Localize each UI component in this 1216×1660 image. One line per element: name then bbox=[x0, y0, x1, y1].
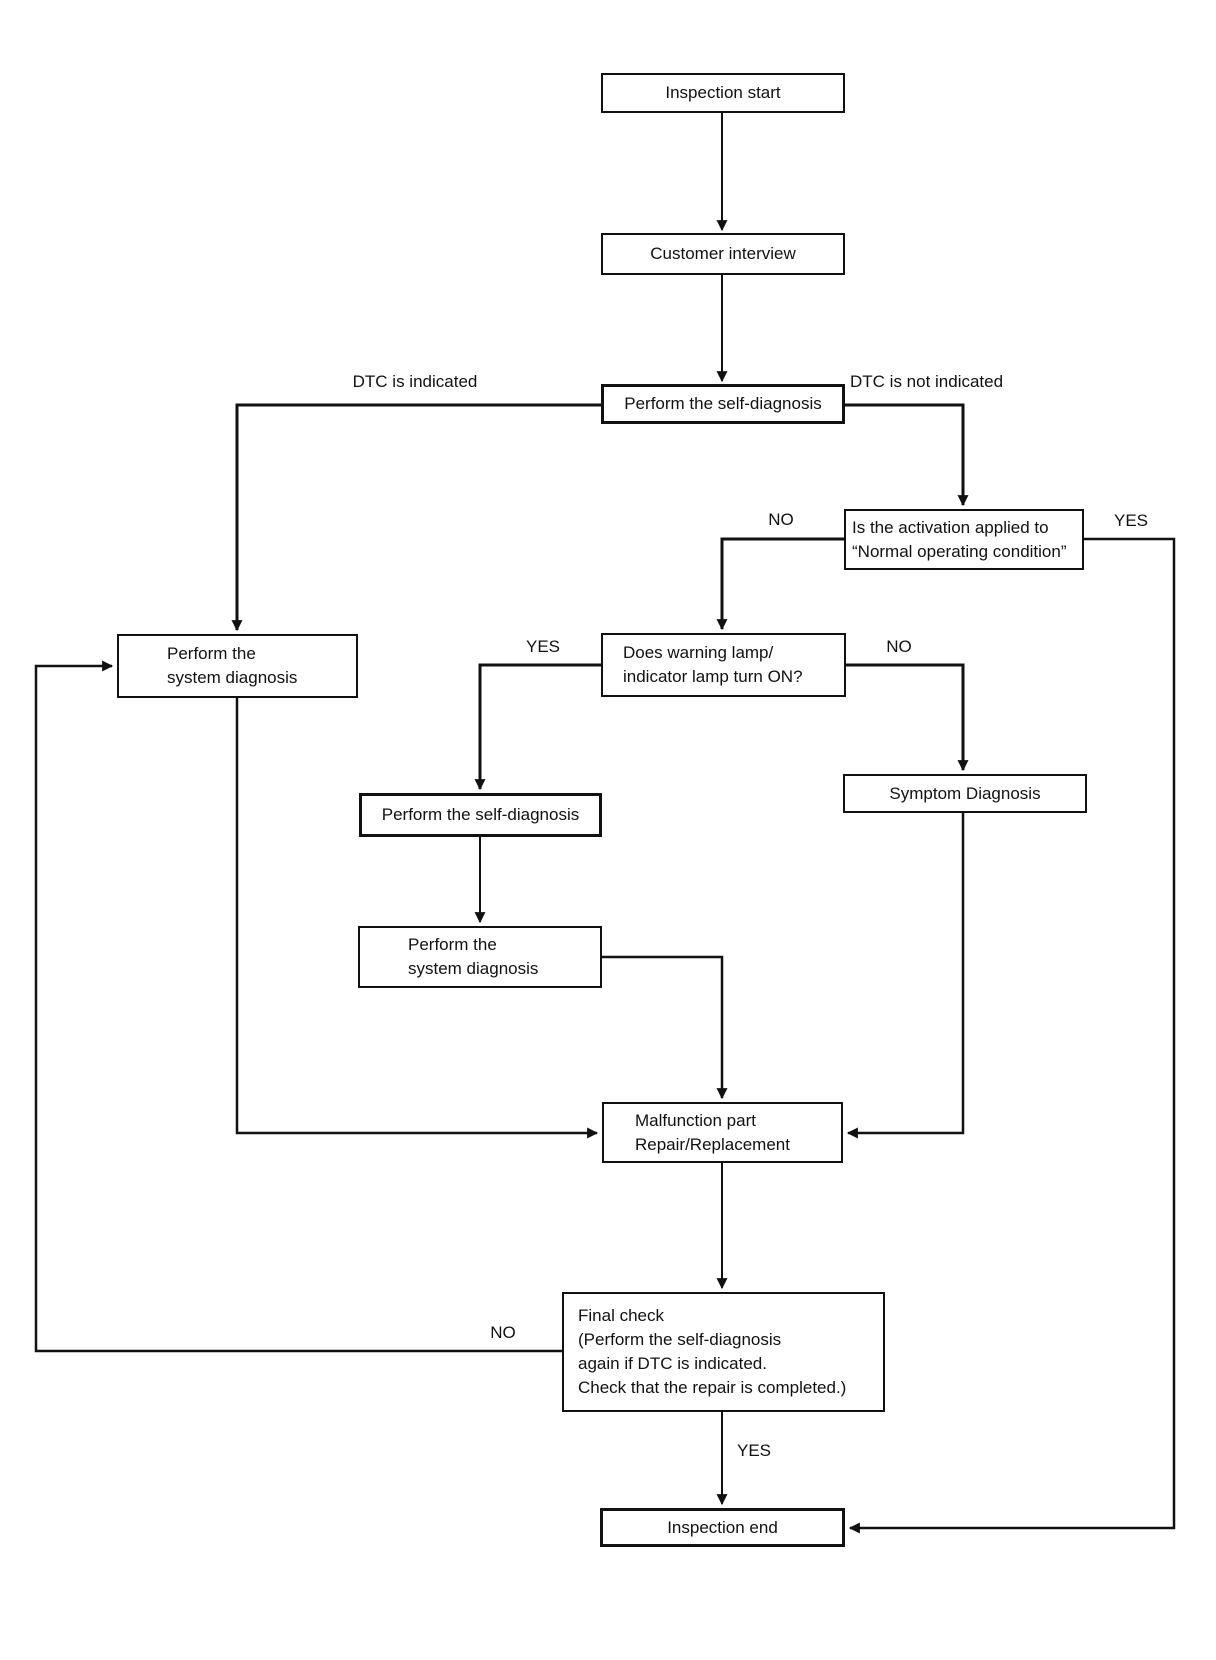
edge-dtc-not-indicated bbox=[845, 403, 969, 507]
node-perform-self-diagnosis-2: Perform the self-diagnosis bbox=[359, 793, 602, 837]
edge-activation-no bbox=[716, 537, 844, 631]
node-label: Perform the self-diagnosis bbox=[381, 805, 580, 824]
node-perform-system-diagnosis-2: Perform the system diagnosis bbox=[358, 926, 602, 988]
edge-warning-no bbox=[844, 663, 969, 772]
edge-label-warning-no: NO bbox=[886, 637, 912, 656]
node-perform-system-diagnosis-left: Perform the system diagnosis bbox=[117, 634, 358, 698]
edge-dtc-indicated bbox=[231, 403, 601, 632]
node-inspection-start: Inspection start bbox=[601, 73, 845, 113]
node-label-line: Check that the repair is completed.) bbox=[578, 1378, 847, 1397]
edge-label-warning-yes: YES bbox=[525, 637, 561, 656]
node-label-line: Malfunction part bbox=[635, 1110, 756, 1130]
node-label-line: again if DTC is indicated. bbox=[578, 1354, 767, 1373]
node-activation-check: Is the activation applied to “Normal ope… bbox=[844, 509, 1084, 570]
edge-warning-yes bbox=[474, 663, 601, 791]
node-label-line: system diagnosis bbox=[408, 959, 539, 978]
node-label: Symptom Diagnosis bbox=[889, 783, 1041, 803]
edge-label-dtc-indicated: DTC is indicated bbox=[352, 372, 478, 391]
node-label-line: Is the activation applied to bbox=[852, 517, 1049, 537]
node-customer-interview: Customer interview bbox=[601, 233, 845, 275]
node-label-line: Perform the bbox=[167, 644, 256, 663]
node-symptom-diagnosis: Symptom Diagnosis bbox=[843, 774, 1087, 813]
edge-label-final-yes: YES bbox=[737, 1441, 772, 1460]
node-perform-self-diagnosis-1: Perform the self-diagnosis bbox=[601, 384, 845, 424]
node-label-line: (Perform the self-diagnosis bbox=[578, 1330, 782, 1349]
node-label: Customer interview bbox=[650, 244, 796, 263]
edge-label-dtc-not-indicated: DTC is not indicated bbox=[850, 372, 1004, 391]
edge-label-activation-yes: YES bbox=[1113, 511, 1149, 530]
node-label-line: Final check bbox=[578, 1306, 664, 1325]
edge-activation-yes bbox=[848, 537, 1176, 1534]
edge-label-activation-no: NO bbox=[768, 510, 794, 529]
node-label-line: Does warning lamp/ bbox=[623, 643, 774, 662]
edge-sysdiagleft-to-malfunction bbox=[235, 698, 599, 1139]
node-label-line: indicator lamp turn ON? bbox=[623, 667, 803, 686]
node-warning-lamp-check: Does warning lamp/ indicator lamp turn O… bbox=[601, 633, 846, 697]
node-label: Inspection start bbox=[665, 83, 781, 102]
node-label-line: “Normal operating condition” bbox=[852, 541, 1067, 561]
edge-final-no-loop bbox=[34, 660, 562, 1353]
node-label: Inspection end bbox=[667, 1517, 778, 1537]
node-label-line: Perform the bbox=[408, 935, 497, 954]
edge-sysdiag2-to-malfunction bbox=[602, 955, 728, 1100]
edge-symptom-to-malfunction bbox=[846, 813, 965, 1139]
node-final-check: Final check (Perform the self-diagnosis … bbox=[562, 1292, 885, 1412]
node-label-line: Repair/Replacement bbox=[635, 1134, 790, 1154]
node-label-line: system diagnosis bbox=[167, 668, 298, 687]
node-malfunction-repair: Malfunction part Repair/Replacement bbox=[602, 1102, 843, 1163]
node-inspection-end: Inspection end bbox=[600, 1508, 845, 1547]
edge-label-final-no: NO bbox=[490, 1323, 516, 1342]
node-label: Perform the self-diagnosis bbox=[624, 394, 822, 413]
